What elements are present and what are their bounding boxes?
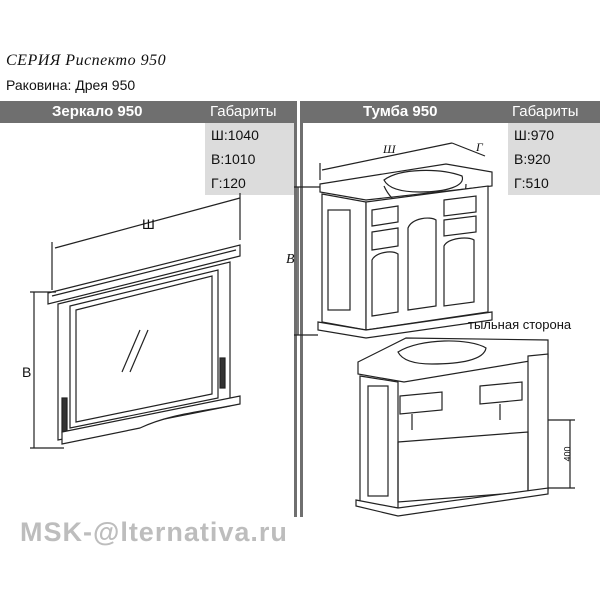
rear-side-label: тыльная сторона: [468, 317, 572, 332]
cabinet-dimensions: Ш:970 В:920 Г:510: [508, 123, 600, 195]
footer-area: [0, 517, 600, 600]
cabinet-rear-drawing: [355, 337, 575, 517]
mirror-header-bar: Зеркало 950 Габариты: [0, 101, 294, 123]
watermark: MSK-@lternativa.ru: [20, 517, 288, 547]
divider-right: [300, 101, 303, 541]
cabinet-height-label: В: [286, 252, 295, 267]
cabinet-height: В:920: [514, 151, 551, 167]
sink-label: Раковина: Дрея 950: [6, 77, 136, 93]
rear-height-label: 400: [562, 446, 573, 462]
mirror-drawing: [30, 193, 241, 449]
mirror-height: В:1010: [211, 151, 256, 167]
mirror-depth: Г:120: [211, 175, 246, 191]
mirror-dimensions: Ш:1040 В:1010 Г:120: [205, 123, 294, 195]
mirror-width: Ш:1040: [211, 127, 259, 143]
mirror-dims-title: Габариты: [210, 103, 277, 120]
cabinet-depth: Г:510: [514, 175, 549, 191]
cabinet-width-label: Ш: [383, 142, 396, 156]
cabinet-depth-label: Г: [476, 140, 483, 154]
cabinet-width: Ш:970: [514, 127, 555, 143]
cabinet-header-bar: Тумба 950 Габариты: [303, 101, 600, 123]
divider-left: [294, 101, 297, 541]
cabinet-title: Тумба 950: [363, 103, 438, 120]
mirror-width-label: Ш: [142, 216, 155, 232]
series-title: СЕРИЯ Риспекто 950: [6, 52, 167, 69]
mirror-height-label: В: [22, 364, 32, 380]
cabinet-drawing: [294, 142, 493, 339]
mirror-title: Зеркало 950: [52, 103, 143, 120]
cabinet-dims-title: Габариты: [512, 103, 579, 120]
